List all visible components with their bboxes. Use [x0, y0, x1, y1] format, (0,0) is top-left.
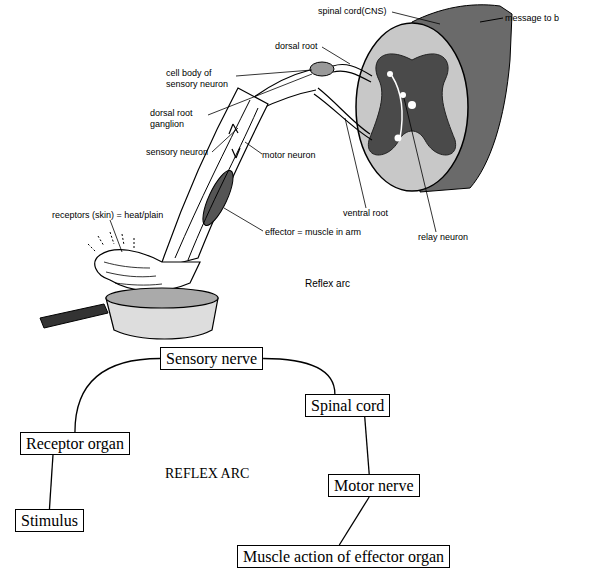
box-text: Muscle action of effector organ: [243, 546, 444, 567]
pan-rim: [106, 288, 218, 308]
relay-neuron-fibre: [392, 76, 402, 138]
center-label: REFLEX ARC: [165, 466, 249, 482]
part-label: dorsal root ganglion: [150, 108, 210, 130]
spinal-cord-section: [356, 23, 468, 191]
arc-connector: [49, 455, 53, 509]
leader-line: [345, 118, 366, 208]
part-label: receptors (skin) = heat/plain: [52, 210, 163, 221]
part-label: cell body of sensory neuron: [166, 68, 236, 90]
hand: [95, 250, 200, 291]
flow-box: Spinal cord: [305, 394, 390, 417]
flow-box: Stimulus: [15, 509, 84, 532]
leader-line: [212, 128, 238, 152]
grey-matter: [368, 54, 455, 155]
pan-handle: [40, 304, 108, 328]
part-label: sensory neuron: [146, 147, 208, 158]
dorsal-root-ganglion: [310, 62, 334, 76]
part-label: dorsal root: [275, 41, 318, 52]
flow-box: Muscle action of effector organ: [237, 545, 450, 568]
motor-neuron-line: [188, 108, 258, 260]
part-label: motor neuron: [262, 150, 316, 161]
leader-line: [110, 220, 122, 252]
flow-box: Motor nerve: [328, 474, 420, 497]
figure-label: Reflex arc: [305, 278, 350, 290]
part-label: message to b: [505, 13, 559, 24]
leader-line: [236, 70, 312, 76]
central-canal: [408, 101, 416, 109]
arc-connector: [365, 417, 369, 474]
arc-connector: [75, 359, 160, 433]
sensory-terminal: [387, 71, 393, 77]
ventral-root: [314, 94, 372, 140]
arm-muscle: [197, 167, 239, 229]
motor-arrow: [232, 148, 240, 158]
sensory-neuron-line: [175, 100, 250, 258]
relay-neuron-body: [400, 92, 406, 98]
arc-connector: [339, 497, 369, 545]
message-line: [480, 18, 503, 22]
dorsal-root: [333, 71, 371, 82]
ventral-root: [318, 88, 370, 134]
box-text: Spinal cord: [311, 395, 384, 416]
box-text: Stimulus: [21, 510, 78, 531]
leader-line: [392, 12, 440, 24]
leader-line: [245, 142, 262, 154]
box-text: Receptor organ: [26, 433, 124, 454]
part-label: ventral root: [343, 208, 388, 219]
reflex-illustration: [0, 0, 593, 345]
part-label: relay neuron: [418, 232, 468, 243]
dorsal-root: [333, 64, 372, 76]
motor-neuron-body: [395, 135, 402, 142]
part-label: effector = muscle in arm: [265, 227, 361, 238]
leader-line: [322, 47, 350, 64]
finger-lines: [104, 262, 162, 285]
flow-box: Sensory nerve: [160, 347, 263, 370]
box-text: Motor nerve: [334, 475, 414, 496]
box-text: Sensory nerve: [166, 348, 257, 369]
heat-marks: [88, 232, 134, 252]
arc-connector: [263, 359, 335, 395]
leader-line: [404, 98, 436, 232]
leader-line: [224, 208, 263, 231]
flow-box: Receptor organ: [20, 432, 130, 455]
part-label: spinal cord(CNS): [318, 6, 387, 17]
